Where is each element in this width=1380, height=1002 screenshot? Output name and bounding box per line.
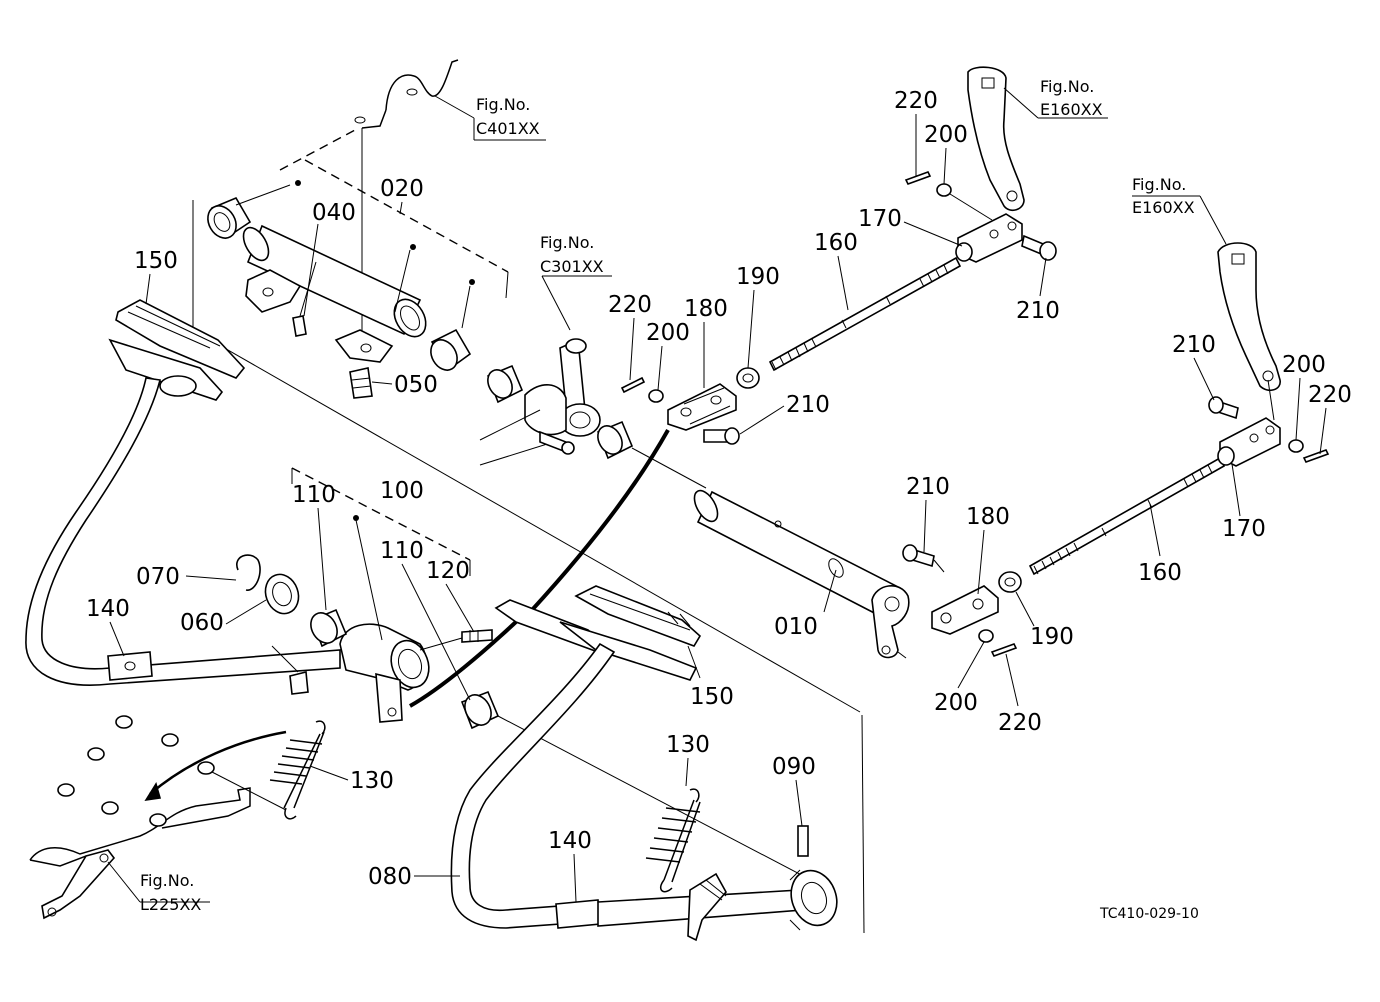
brake-pedal-left [25,299,831,891]
label-130-a: 130 [350,768,394,794]
label-010: 010 [774,614,818,640]
ref-frame-e160-upper [967,66,1108,212]
fig-e160-upper-code: E160XX [1040,100,1103,119]
label-120: 120 [426,558,470,584]
label-220-b: 220 [894,88,938,114]
label-090: 090 [772,754,816,780]
pivot-shaft-assembly-020 [192,159,861,713]
fig-l225-label: Fig.No. [140,871,194,890]
fig-l225-code: L225XX [140,895,201,914]
label-200-c: 200 [1282,352,1326,378]
label-180-b: 180 [966,504,1010,530]
label-040: 040 [312,200,356,226]
drawing-id: TC410-029-10 [1099,906,1199,922]
label-160-a: 160 [814,230,858,256]
return-spring-left [269,720,326,820]
ref-frame-l225 [29,715,287,920]
figure-references: Fig.No. C401XX Fig.No. C301XX Fig.No. E1… [140,77,1199,922]
label-220-c: 220 [1308,382,1352,408]
fig-e160-upper-label: Fig.No. [1040,77,1094,96]
part-labels: 020 040 150 050 220 200 180 190 210 160 … [86,88,1352,890]
label-060: 060 [180,610,224,636]
lower-linkage [902,396,1330,657]
fig-c401-label: Fig.No. [476,95,530,114]
label-200-d: 200 [934,690,978,716]
ref-frame-e160-lower [1132,195,1281,421]
upper-linkage [620,171,1057,445]
label-200-a: 200 [646,320,690,346]
label-190-b: 190 [1030,624,1074,650]
fig-e160-lower-code: E160XX [1132,198,1195,217]
label-080: 080 [368,864,412,890]
label-190-a: 190 [736,264,780,290]
label-210-b: 210 [1016,298,1060,324]
label-220-a: 220 [608,292,652,318]
label-110-a: 110 [292,482,336,508]
label-180-a: 180 [684,296,728,322]
cross-shaft-010 [693,489,910,659]
fig-e160-lower-label: Fig.No. [1132,175,1186,194]
label-150-upper: 150 [134,248,178,274]
label-110-b: 110 [380,538,424,564]
label-210-c: 210 [1172,332,1216,358]
label-220-d: 220 [998,710,1042,736]
connector-line-lower [409,618,520,708]
label-160-b: 160 [1138,560,1182,586]
label-140-b: 140 [548,828,592,854]
label-210-d: 210 [906,474,950,500]
label-050: 050 [394,372,438,398]
fig-c301-label: Fig.No. [540,233,594,252]
bushing-right [430,328,472,372]
brake-pedal-right [450,585,865,942]
ref-frame-c301 [479,275,707,489]
label-150-lower: 150 [690,684,734,710]
label-020: 020 [380,176,424,202]
label-140-a: 140 [86,596,130,622]
label-200-b: 200 [924,122,968,148]
return-spring-right [645,788,701,893]
fig-c401-code: C401XX [476,119,540,138]
connector-line-upper [530,429,670,612]
label-130-b: 130 [666,732,710,758]
label-210-a: 210 [786,392,830,418]
bushing-left [207,196,252,240]
leader-lines [109,114,1327,903]
label-070: 070 [136,564,180,590]
label-170-a: 170 [858,206,902,232]
label-170-b: 170 [1222,516,1266,542]
label-100: 100 [380,478,424,504]
fitting-050 [349,367,373,399]
fig-c301-code: C301XX [540,257,604,276]
